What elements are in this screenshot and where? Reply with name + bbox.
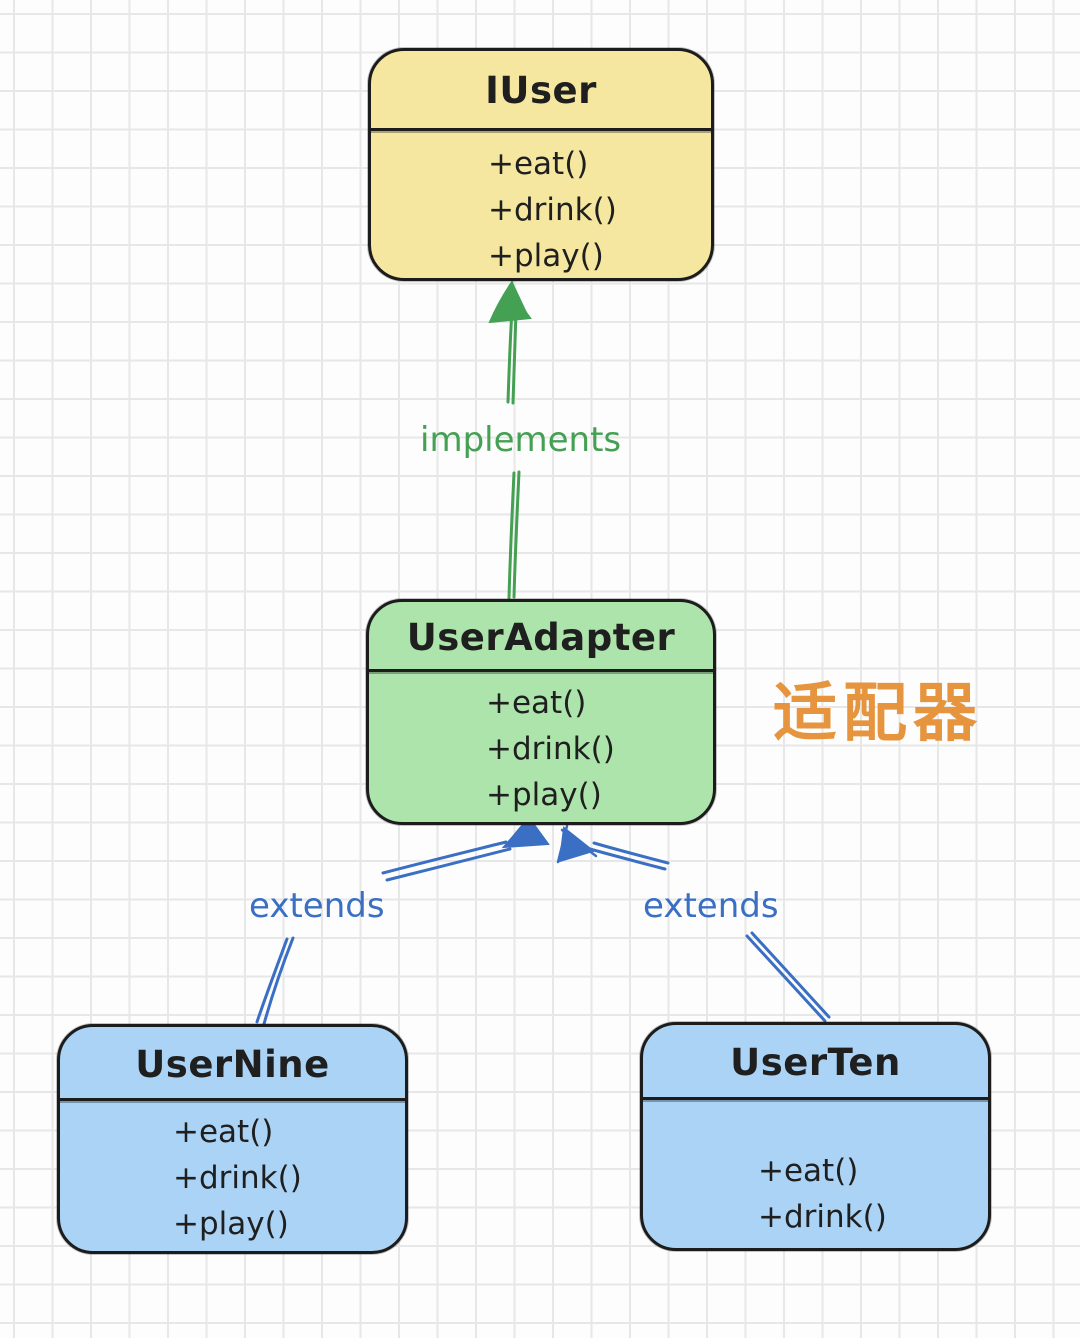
class-box-useradapter[interactable]: UserAdapter +eat() +drink() +play() (366, 599, 716, 825)
class-box-userten[interactable]: UserTen +eat() +drink() (640, 1022, 991, 1251)
method: +eat() (486, 685, 587, 721)
method: +drink() (488, 192, 617, 228)
class-methods: +eat() +drink() (643, 1100, 988, 1240)
class-title: UserAdapter (406, 616, 676, 659)
method: +drink() (758, 1199, 887, 1235)
method: +drink() (173, 1160, 302, 1196)
class-divider (643, 1097, 988, 1100)
method: +play() (173, 1206, 289, 1242)
extends-label-usernine[interactable]: extends (249, 886, 385, 926)
implements-label[interactable]: implements (420, 420, 622, 460)
class-methods: +eat() +drink() +play() (369, 672, 713, 818)
method: +eat() (758, 1153, 859, 1189)
class-title: IUser (485, 69, 597, 112)
annotation-adapter[interactable]: 适配器 (773, 677, 983, 751)
method: +eat() (173, 1114, 274, 1150)
class-divider (371, 128, 711, 131)
class-methods: +eat() +drink() +play() (371, 131, 711, 278)
class-divider (369, 669, 713, 672)
class-title: UserNine (135, 1043, 330, 1086)
class-methods: +eat() +drink() +play() (60, 1101, 405, 1247)
method: +play() (486, 777, 602, 813)
class-title: UserTen (730, 1041, 901, 1084)
method: +eat() (488, 146, 589, 182)
method: +drink() (486, 731, 615, 767)
extends-label-userten[interactable]: extends (643, 886, 779, 926)
class-box-usernine[interactable]: UserNine +eat() +drink() +play() (57, 1024, 408, 1254)
class-divider (60, 1098, 405, 1101)
method: +play() (488, 238, 604, 274)
class-box-iuser[interactable]: IUser +eat() +drink() +play() (368, 48, 714, 281)
